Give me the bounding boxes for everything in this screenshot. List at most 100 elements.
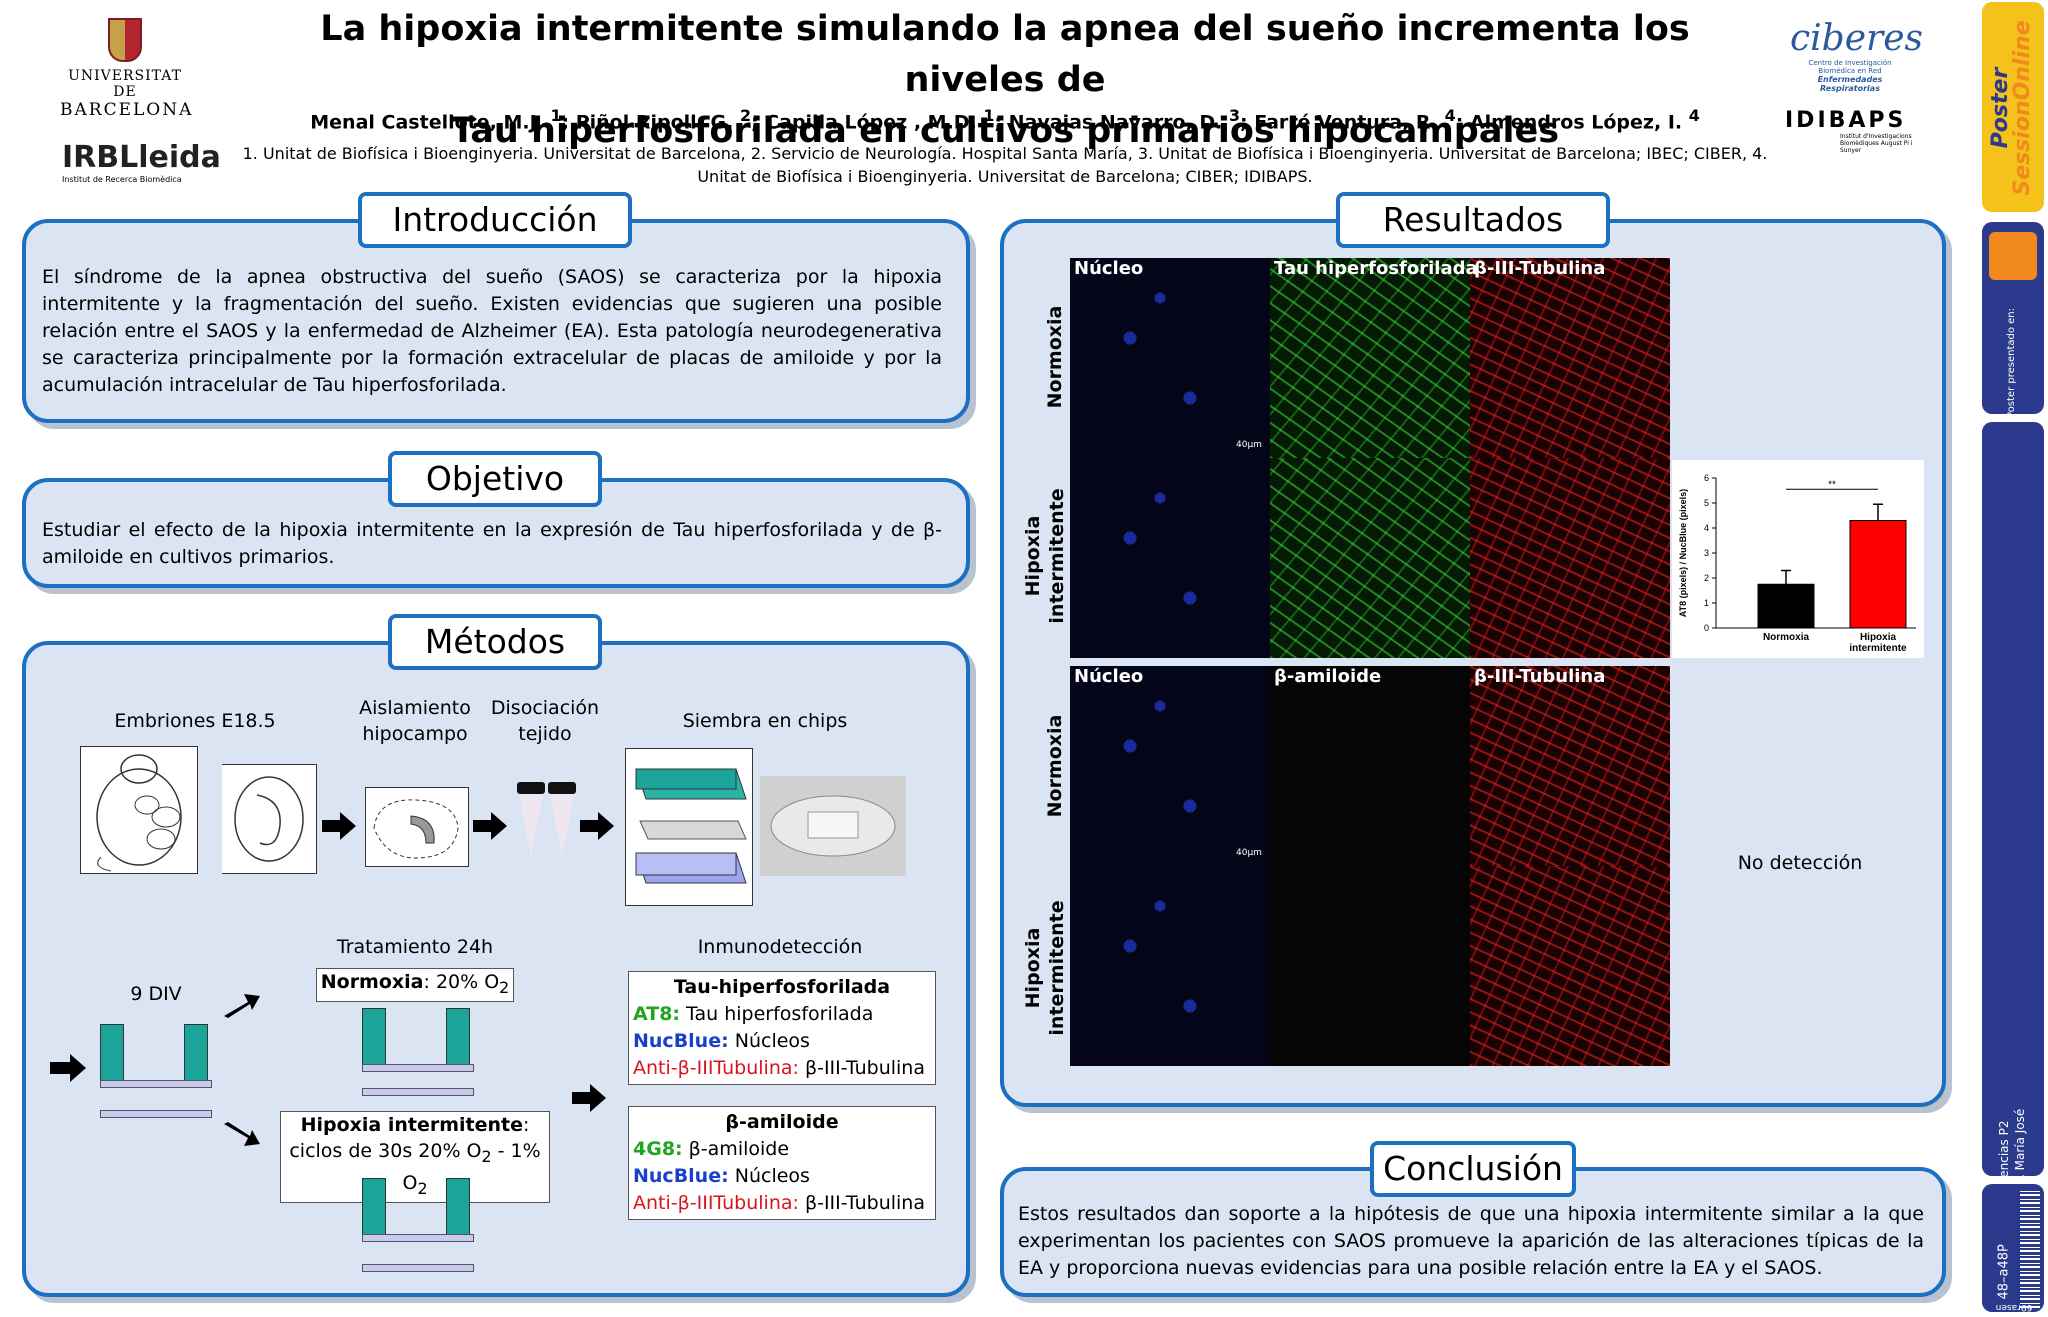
- row-label-normoxia-1: Normoxia: [1044, 305, 1066, 409]
- micrograph-tubulin-r2: [1470, 458, 1670, 658]
- brand-2: SessionOnline: [2010, 20, 2035, 196]
- logo-ciberes: ciberes Centro de Investigación Biomédic…: [1790, 18, 1924, 93]
- box-amiloide-l2-key: NucBlue:: [633, 1165, 729, 1187]
- label-disociacion: Disociación tejido: [480, 695, 610, 747]
- congress-logo-icon: [1989, 232, 2037, 280]
- conclusion-text: Estos resultados dan soporte a la hipóte…: [1018, 1203, 1924, 1279]
- idibaps-sub: Institut d'Investigacions Biomèdiques Au…: [1840, 133, 1913, 154]
- hippocampus-sketch-icon: [365, 787, 469, 867]
- col-label-amiloide: β-amiloide: [1274, 666, 1382, 687]
- y-tick-label: 1: [1704, 598, 1709, 608]
- box-amiloide-l2-val: Núcleos: [728, 1165, 810, 1187]
- significance-label: **: [1828, 479, 1836, 490]
- chip-icon: [362, 1178, 474, 1274]
- tube-icon: [550, 794, 574, 856]
- objetivo-title: Objetivo: [388, 451, 602, 507]
- normoxia-rest: : 20% O: [423, 971, 500, 993]
- hipoxia-bold: Hipoxia intermitente: [300, 1114, 524, 1136]
- box-tau-l3-val: β-III-Tubulina: [798, 1057, 925, 1079]
- ub-line2: BARCELONA: [60, 100, 194, 120]
- row-hipoxia-1-line2: intermitente: [1046, 488, 1068, 624]
- arrow-up-right-icon: [224, 994, 260, 1018]
- label-aislamiento: Aislamiento hipocampo: [340, 695, 490, 747]
- box-tau-l2-key: NucBlue:: [633, 1030, 729, 1052]
- box-amiloide-title: β-amiloide: [725, 1111, 839, 1133]
- hipoxia-box: Hipoxia intermitente: ciclos de 30s 20% …: [280, 1111, 550, 1203]
- micrograph-nucleus-r2: [1070, 458, 1270, 658]
- ciberes-sub2: Enfermedades Respiratorias: [1817, 75, 1883, 93]
- box-amiloide-l3-key: Anti-β-IIITubulina:: [633, 1192, 799, 1214]
- y-tick-label: 3: [1704, 548, 1709, 558]
- embryo-sketch-icon: [222, 764, 317, 874]
- chip-icon: [100, 1024, 212, 1120]
- box-amiloide-l1-val: β-amiloide: [682, 1138, 790, 1160]
- aislamiento-line2: hipocampo: [362, 723, 468, 745]
- col-label-tub-2: β-III-Tubulina: [1474, 666, 1606, 687]
- sidebar-session: Conducta y Demencias P2 Menal Castellote…: [1982, 422, 2044, 1278]
- conclusion-title: Conclusión: [1370, 1141, 1576, 1197]
- row-label-hipoxia-2: Hipoxia intermitente: [1021, 863, 1069, 1073]
- arrow-right-icon: [572, 1084, 606, 1112]
- micrograph-tau-r2: [1270, 458, 1470, 658]
- y-tick-label: 6: [1704, 473, 1709, 483]
- box-tau-l1-key: AT8:: [633, 1003, 681, 1025]
- row-hipoxia-2-line1: Hipoxia: [1022, 927, 1044, 1009]
- ciberes-word: ciberes: [1790, 18, 1924, 59]
- row-label-normoxia-2: Normoxia: [1044, 714, 1066, 818]
- micrograph-nucleus-r1: [1070, 258, 1270, 458]
- hipoxia-sub1: 2: [481, 1146, 492, 1166]
- intro-title: Introducción: [358, 192, 632, 248]
- row-label-hipoxia-1: Hipoxia intermitente: [1021, 451, 1069, 661]
- micrograph-tubulin-r4: [1470, 866, 1670, 1066]
- row-hipoxia-2-line2: intermitente: [1046, 900, 1068, 1036]
- label-embriones: Embriones E18.5: [114, 710, 276, 732]
- chip-exploded-icon: [625, 748, 753, 906]
- label-siembra: Siembra en chips: [682, 710, 848, 732]
- micrograph-tubulin-r1: [1470, 258, 1670, 458]
- box-tau-title: Tau-hiperfosforilada: [673, 976, 891, 998]
- code2-label: 69rasen: [1995, 1302, 2033, 1312]
- arrow-right-icon: [473, 812, 507, 840]
- sidebar-code: 48–a48P 69rasen: [1982, 1184, 2044, 1312]
- normoxia-box: Normoxia: 20% O2: [316, 968, 514, 1002]
- irb-sub: Institut de Recerca Biomèdica: [62, 175, 182, 184]
- bar-1: [1849, 520, 1907, 629]
- arrow-down-right-icon: [224, 1122, 260, 1146]
- code-label: 48–a48P: [1996, 1244, 2012, 1300]
- box-tau: Tau-hiperfosforilada AT8: Tau hiperfosfo…: [628, 971, 936, 1085]
- box-tau-l2-val: Núcleos: [728, 1030, 810, 1052]
- brand-text: Poster SessionOnline: [1988, 8, 2035, 208]
- tube-cap-icon: [548, 782, 576, 794]
- disociacion-line1: Disociación: [490, 697, 600, 719]
- objetivo-text: Estudiar el efecto de la hipoxia intermi…: [42, 519, 942, 568]
- tube-cap-icon: [517, 782, 545, 794]
- micrograph-amyloid-r3: [1270, 666, 1470, 866]
- poster-title: La hipoxia intermitente simulando la apn…: [280, 4, 1730, 157]
- arrow-right-icon: [322, 812, 356, 840]
- category-label-1: Hipoxia: [1860, 632, 1897, 643]
- title-line2: Tau hiperfosforilada en cultivos primari…: [450, 111, 1560, 151]
- scale-bar-2: 40µm: [1236, 848, 2042, 1311]
- col-label-tau: Tau hiperfosforilada: [1274, 258, 1478, 279]
- ub-shield-icon: [108, 18, 142, 62]
- row-hipoxia-1-line1: Hipoxia: [1022, 515, 1044, 597]
- label-div: 9 DIV: [130, 983, 182, 1005]
- ub-line1: UNIVERSITAT DE: [68, 68, 182, 100]
- hipoxia-line2-b: - 1% O: [402, 1140, 541, 1194]
- category-label-0: Normoxia: [1763, 632, 1810, 643]
- label-tratamiento: Tratamiento 24h: [336, 936, 494, 958]
- micrograph-tau-r1: [1270, 258, 1470, 458]
- col-label-nucleo-2: Núcleo: [1074, 666, 1144, 687]
- hipoxia-colon: :: [523, 1114, 530, 1136]
- no-deteccion-label: No detección: [1737, 852, 1863, 874]
- presented-label: Poster presentado en:: [2006, 307, 2017, 418]
- micrograph-nucleus-r3: [1070, 666, 1270, 866]
- intro-text: El síndrome de la apnea obstructiva del …: [42, 266, 942, 396]
- category-label-1: intermitente: [1849, 643, 1907, 654]
- box-tau-l1-val: Tau hiperfosforilada: [680, 1003, 874, 1025]
- hipoxia-sub2: 2: [417, 1178, 428, 1198]
- title-line1: La hipoxia intermitente simulando la apn…: [320, 9, 1690, 100]
- sidebar-brand: Poster SessionOnline: [1982, 2, 2044, 212]
